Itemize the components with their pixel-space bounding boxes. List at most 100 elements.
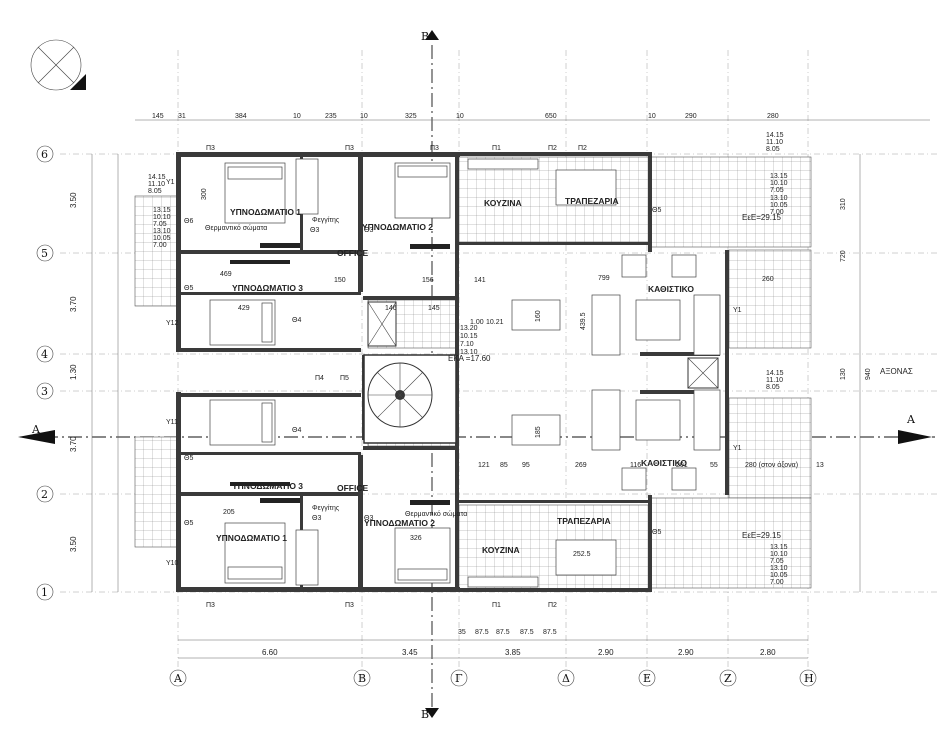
dimension-label: 13.10 (770, 195, 788, 202)
dimension-label: 13.15 (153, 207, 171, 214)
kitchen-floor-bottom (458, 504, 652, 591)
terrace-right-top (728, 249, 812, 349)
dimension-label: 13 (816, 462, 824, 469)
room-label-kitchen-top: ΚΟΥΖΙΝΑ (484, 198, 522, 208)
dimension-label: Π3 (345, 145, 354, 152)
dimension-label: Π3 (430, 145, 439, 152)
dimension-label: 11.10 (766, 377, 783, 384)
dimension-label: 201 (676, 462, 688, 469)
col-label: A (173, 672, 183, 685)
col-label: H (804, 672, 814, 685)
dimension-label: Θ3 (364, 227, 373, 234)
dimension-label: Π2 (578, 145, 587, 152)
dimension-label: 116 (630, 462, 641, 469)
dimension-label: 160 (535, 310, 542, 322)
dimension-label: 10.05 (770, 202, 788, 209)
dimension-label: 2.90 (678, 648, 694, 657)
dimension-label: 269 (575, 462, 587, 469)
note-axis-dim: 280 (στον άξονα) (745, 461, 798, 469)
furniture (209, 158, 721, 588)
dimension-label: 7.05 (770, 558, 784, 565)
dimension-label: 87.5 (543, 629, 557, 636)
dimension-label: Θ4 (292, 427, 301, 434)
room-label-living-bot: ΚΑΘΙΣΤΙΚΟ (641, 458, 687, 468)
dimension-label: 13.20 (460, 325, 478, 332)
dimension-label: Π1 (492, 602, 501, 609)
dimension-label: 14.15 (766, 132, 784, 139)
room-label-kitchen-bot: ΚΟΥΖΙΝΑ (482, 545, 520, 555)
terrace-top (650, 156, 812, 248)
section-arrow-left-icon (18, 430, 55, 444)
dimension-label: Θ3 (312, 515, 321, 522)
dimension-lines (91, 119, 930, 659)
col-label: B (358, 672, 366, 685)
dimension-label: 14.15 (766, 370, 784, 377)
note-heater-top: Θερμαντικό σώματα (205, 224, 267, 232)
dimension-label: 87.5 (496, 629, 510, 636)
axis-label: ΑΞΟΝΑΣ (880, 367, 913, 376)
dimension-label: Υ12 (166, 320, 179, 327)
dimension-label: 205 (223, 509, 235, 516)
bottom-dimensions: 6.60 3.45 3.85 2.90 2.90 2.80 35 87.5 87… (262, 629, 776, 657)
elevator-shaft (367, 301, 719, 389)
dimension-label: 13.15 (770, 544, 788, 551)
room-label-bed3-top: ΥΠΝΟΔΩΜΑΤΙΟ 3 (232, 283, 303, 293)
dimension-label: 7.05 (153, 221, 167, 228)
dimension-label: Υ1 (733, 307, 742, 314)
dimension-label: 280 (767, 113, 779, 120)
dimension-label: Π3 (206, 145, 215, 152)
dimension-label: 7.00 (770, 209, 784, 216)
dimension-label: Θ5 (652, 529, 661, 536)
room-label-dining-top: ΤΡΑΠΕΖΑΡΙΑ (565, 196, 619, 206)
dimension-label: Π2 (548, 145, 557, 152)
dimension-label: 35 (458, 629, 466, 636)
row-label: 6 (41, 148, 48, 161)
opening-tags: Π3 Π3 Π3 Π1 Π2 Π2 Π3 Π3 Π1 Π2 Θ4 Θ4 Θ6 Θ… (166, 145, 742, 609)
dimension-label: Θ6 (184, 218, 193, 225)
dimension-label: 31 (178, 113, 186, 120)
dimension-label: 10 (293, 113, 301, 120)
dimension-label: 650 (545, 113, 557, 120)
dimension-label: 13.15 (770, 173, 788, 180)
dimension-label: 429 (238, 305, 250, 312)
dimension-label: 940 (865, 368, 872, 380)
note-area-top: ΕεΕ=29.15 (742, 213, 781, 222)
dimension-label: 7.10 (460, 341, 474, 348)
dimension-label: 310 (840, 198, 847, 210)
dimension-label: 2.90 (598, 648, 614, 657)
dimension-label: 10.05 (770, 572, 788, 579)
dimension-label: 13.10 (460, 349, 478, 356)
dimension-label: 469 (220, 271, 232, 278)
note-stair-level: ΕΚΑ =17.60 (448, 354, 491, 363)
dimension-label: 6.60 (262, 648, 278, 657)
dimension-label: 85 (500, 462, 508, 469)
note-skylight-bot: Φεγγίτης (312, 504, 340, 512)
dimension-label: 326 (410, 535, 422, 542)
dimension-label: 300 (201, 188, 208, 200)
top-dimensions: 145 31 384 10 235 10 325 10 650 10 290 2… (152, 113, 779, 120)
room-label-office-top: OFFICE (337, 248, 368, 258)
terrace-right-bottom (728, 397, 812, 499)
section-cut-left: A (31, 423, 41, 436)
row-label: 1 (41, 586, 48, 599)
dimension-label: Π2 (548, 602, 557, 609)
dimension-label: 290 (685, 113, 697, 120)
dimension-label: 10 (456, 113, 464, 120)
row-label: 4 (41, 348, 48, 361)
dimension-label: 7.05 (770, 187, 784, 194)
dimension-label: 8.05 (148, 188, 162, 195)
dimension-label: 87.5 (475, 629, 489, 636)
dimension-label: 10.15 (460, 333, 478, 340)
dimension-label: 3.70 (69, 296, 78, 312)
dimension-label: 7.00 (153, 242, 167, 249)
col-axis-markers: A B Γ Δ E Z H (169, 669, 817, 687)
walls (176, 152, 729, 592)
col-label: Δ (562, 672, 570, 685)
note-heater-bot: Θερμαντικό σώματα (405, 510, 467, 518)
dimension-label: Θ5 (652, 207, 661, 214)
dimension-label: 121 (478, 462, 490, 469)
dimension-label: 95 (522, 462, 530, 469)
dimension-label: 150 (334, 277, 346, 284)
dimension-label: 10.10 (770, 551, 788, 558)
dimension-label: 439.5 (580, 312, 587, 330)
